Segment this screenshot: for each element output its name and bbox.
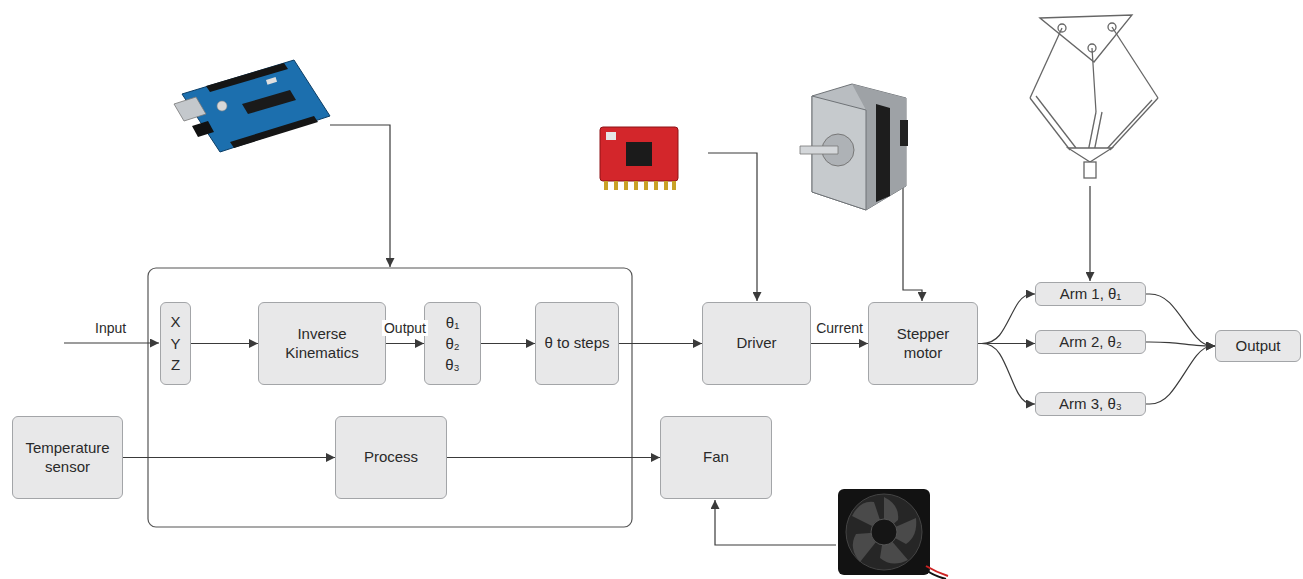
connector-arrow	[978, 344, 1035, 405]
driver-board-part	[606, 132, 616, 140]
leader-arrow	[330, 125, 390, 267]
arduino-board-part	[217, 101, 227, 111]
delta-robot-image-part	[1104, 100, 1152, 152]
arduino-board-part	[174, 97, 206, 121]
node-label: Driver	[737, 334, 777, 353]
driver-board-part	[604, 181, 676, 190]
arduino-board-part	[182, 60, 330, 152]
node-label: Arm 3, θ₃	[1059, 395, 1122, 413]
connector-arrow	[1146, 346, 1215, 404]
fan-image-part	[926, 570, 946, 579]
node-label: Arm 2, θ₂	[1059, 333, 1122, 351]
fan-image-part	[846, 494, 922, 570]
connector-arrow	[978, 294, 1035, 344]
arduino-board-part	[242, 90, 296, 114]
controller-frame	[148, 268, 632, 527]
delta-robot-image-part	[1030, 98, 1070, 150]
delta-robot-image	[1030, 15, 1158, 178]
node-label: X Y Z	[167, 311, 184, 376]
connector-arrow	[481, 343, 535, 344]
connector-arrow	[1146, 294, 1215, 346]
driver-board-part-part	[644, 181, 648, 190]
stepper-motor-image-part	[876, 104, 890, 202]
fan-image-part	[838, 489, 930, 575]
arduino-board-part	[206, 63, 288, 92]
node-label: Inverse Kinematics	[267, 325, 377, 363]
connector-arrow	[1146, 342, 1215, 346]
driver-box: Driver	[702, 302, 811, 385]
arduino-board-part	[230, 116, 318, 148]
node-label: θ₁ θ₂ θ₃	[438, 312, 467, 375]
connector-arrow	[619, 343, 702, 344]
input-line	[64, 342, 159, 343]
driver-board-part-part	[664, 181, 668, 190]
driver-board-part-part	[634, 181, 638, 190]
leader-arrow	[715, 500, 836, 545]
leader-arrow	[708, 153, 757, 301]
fan-image-part	[871, 519, 897, 545]
delta-robot-image-part	[1068, 148, 1112, 162]
arm-box: Arm 2, θ₂	[1035, 330, 1146, 354]
fan-box: Fan	[660, 416, 772, 499]
edge-label: Output	[382, 320, 428, 336]
fan-image-part	[926, 566, 948, 576]
process-box: Inverse Kinematics	[258, 302, 386, 385]
process-box: Process	[335, 416, 447, 499]
delta-robot-image-part	[1094, 112, 1102, 152]
node-label: Stepper motor	[883, 325, 963, 363]
node-label: Process	[364, 448, 418, 467]
driver-board-part	[600, 127, 678, 181]
arm-box: Arm 1, θ₁	[1035, 282, 1146, 306]
output-box: Output	[1215, 330, 1301, 362]
fan-image	[838, 489, 948, 579]
driver-board-part-part	[614, 181, 618, 190]
connector-arrow	[123, 457, 335, 458]
node-label: Output	[1235, 337, 1280, 355]
driver-board	[600, 127, 678, 190]
driver-board-part-part	[604, 181, 608, 190]
process-box: θ to steps	[535, 302, 619, 385]
driver-board-part	[626, 142, 652, 166]
motor-box: Stepper motor	[868, 302, 978, 385]
arduino-board-part	[192, 121, 214, 137]
connector-arrow	[191, 343, 258, 344]
edge-label: Current	[814, 320, 865, 336]
stepper-motor-image-part	[900, 120, 908, 146]
connector-arrow	[811, 343, 868, 344]
driver-board-part-part	[624, 181, 628, 190]
driver-board-part-part	[672, 181, 676, 190]
driver-board-part-part	[654, 181, 658, 190]
leader-arrow	[1089, 186, 1090, 281]
input-box: X Y Z	[160, 302, 191, 385]
delta-robot-image-part	[1030, 28, 1062, 98]
connector-arrow	[447, 457, 660, 458]
output-box: θ₁ θ₂ θ₃	[424, 302, 481, 385]
delta-robot-image-part	[1092, 48, 1096, 112]
node-label: θ to steps	[544, 334, 609, 353]
delta-robot-image-part	[1036, 96, 1076, 148]
arm-box: Arm 3, θ₃	[1035, 392, 1146, 416]
fan-image-part	[852, 497, 916, 564]
node-label: Temperature sensor	[21, 439, 114, 477]
delta-robot-image-part	[1112, 27, 1158, 98]
arduino-board	[174, 60, 330, 152]
node-label: Fan	[703, 448, 729, 467]
connector-arrow	[386, 343, 424, 344]
stepper-motor-image	[800, 84, 908, 210]
delta-robot-image-part	[1084, 162, 1096, 178]
node-label: Arm 1, θ₁	[1060, 285, 1122, 303]
delta-robot-image-part	[1040, 15, 1132, 62]
arduino-board-part	[266, 77, 277, 85]
sensor-box: Temperature sensor	[12, 416, 123, 499]
signal-label: Input	[95, 320, 126, 336]
stepper-motor-image-part	[800, 146, 838, 154]
delta-robot-image-part	[1110, 98, 1158, 150]
